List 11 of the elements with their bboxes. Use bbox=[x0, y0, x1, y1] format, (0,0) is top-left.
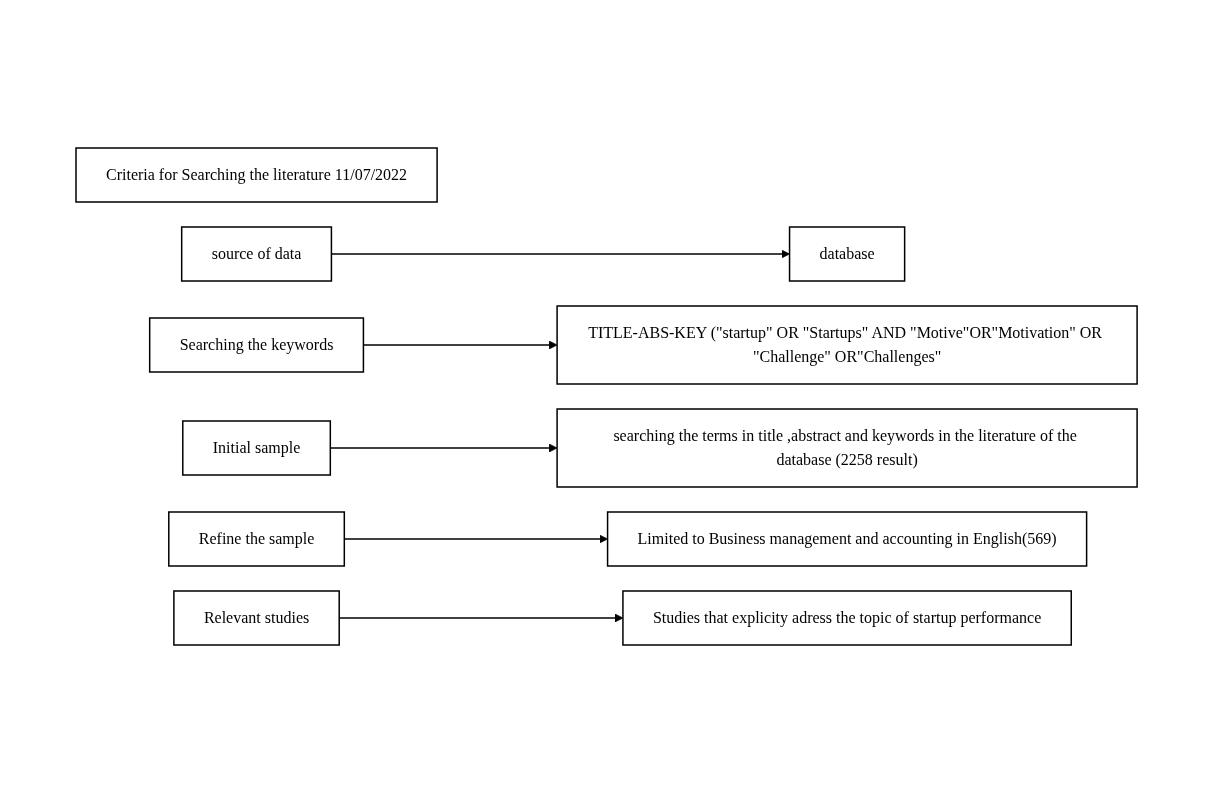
node-box: Relevant studies bbox=[173, 590, 340, 646]
node-box: Searching the keywords bbox=[148, 317, 365, 373]
node-box: database bbox=[788, 226, 906, 282]
node-box: source of data bbox=[180, 226, 333, 282]
node-box: searching the terms in title ,abstract and keywords in the literature of the database (2258 result) bbox=[556, 408, 1138, 488]
node-box: Initial sample bbox=[182, 420, 331, 476]
node-box: Studies that explicity adress the topic of startup performance bbox=[622, 590, 1072, 646]
node-box: TITLE-ABS-KEY ("startup" OR "Startups" AND "Motive"OR"Motivation" OR "Challenge" OR"Challenges" bbox=[556, 305, 1138, 385]
node-box: Limited to Business management and accounting in English(569) bbox=[606, 511, 1088, 567]
node-box: Criteria for Searching the literature 11/07/2022 bbox=[75, 147, 438, 203]
node-box: Refine the sample bbox=[168, 511, 345, 567]
